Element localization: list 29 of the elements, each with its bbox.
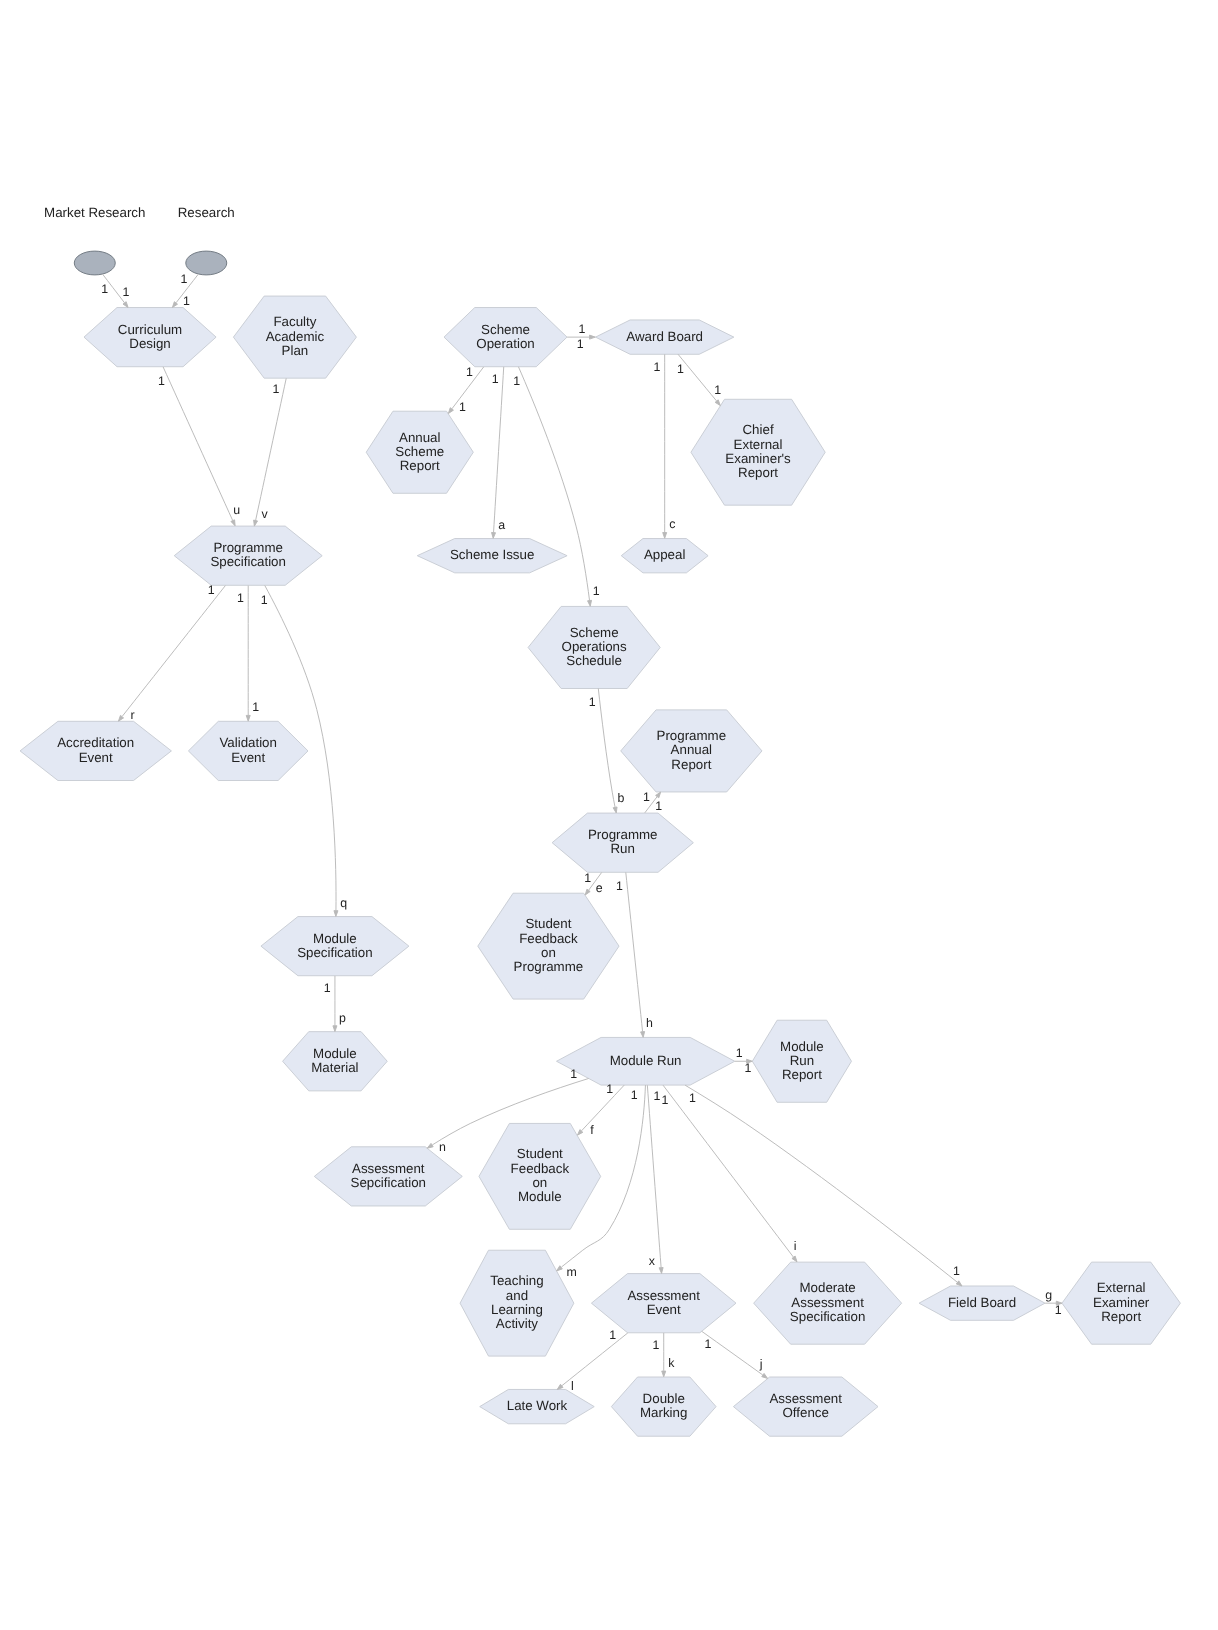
arrow [491, 365, 505, 538]
arrow [162, 365, 236, 526]
arrow [684, 1083, 963, 1286]
arrow [734, 1057, 753, 1063]
arrow [1044, 1299, 1063, 1305]
arrow [646, 1083, 664, 1273]
arrow [264, 583, 339, 916]
arrow [662, 352, 668, 538]
arrow [644, 790, 662, 813]
arrow [517, 365, 592, 606]
arrow [625, 870, 646, 1037]
arrow [102, 272, 129, 307]
arrow [662, 1083, 798, 1262]
arrow [332, 974, 338, 1031]
arrow [253, 376, 287, 526]
arrow [118, 584, 226, 721]
arrow [584, 871, 603, 895]
arrow [566, 333, 596, 339]
arrow [701, 1329, 769, 1378]
arrow [556, 1331, 629, 1389]
arrow [426, 1077, 590, 1148]
arrow [597, 687, 618, 813]
arrow [447, 365, 485, 413]
arrow [661, 1331, 667, 1377]
arrow [577, 1083, 625, 1135]
arrow [556, 1083, 646, 1271]
arrow [171, 272, 199, 307]
arrow [245, 584, 251, 721]
arrow [677, 352, 721, 405]
